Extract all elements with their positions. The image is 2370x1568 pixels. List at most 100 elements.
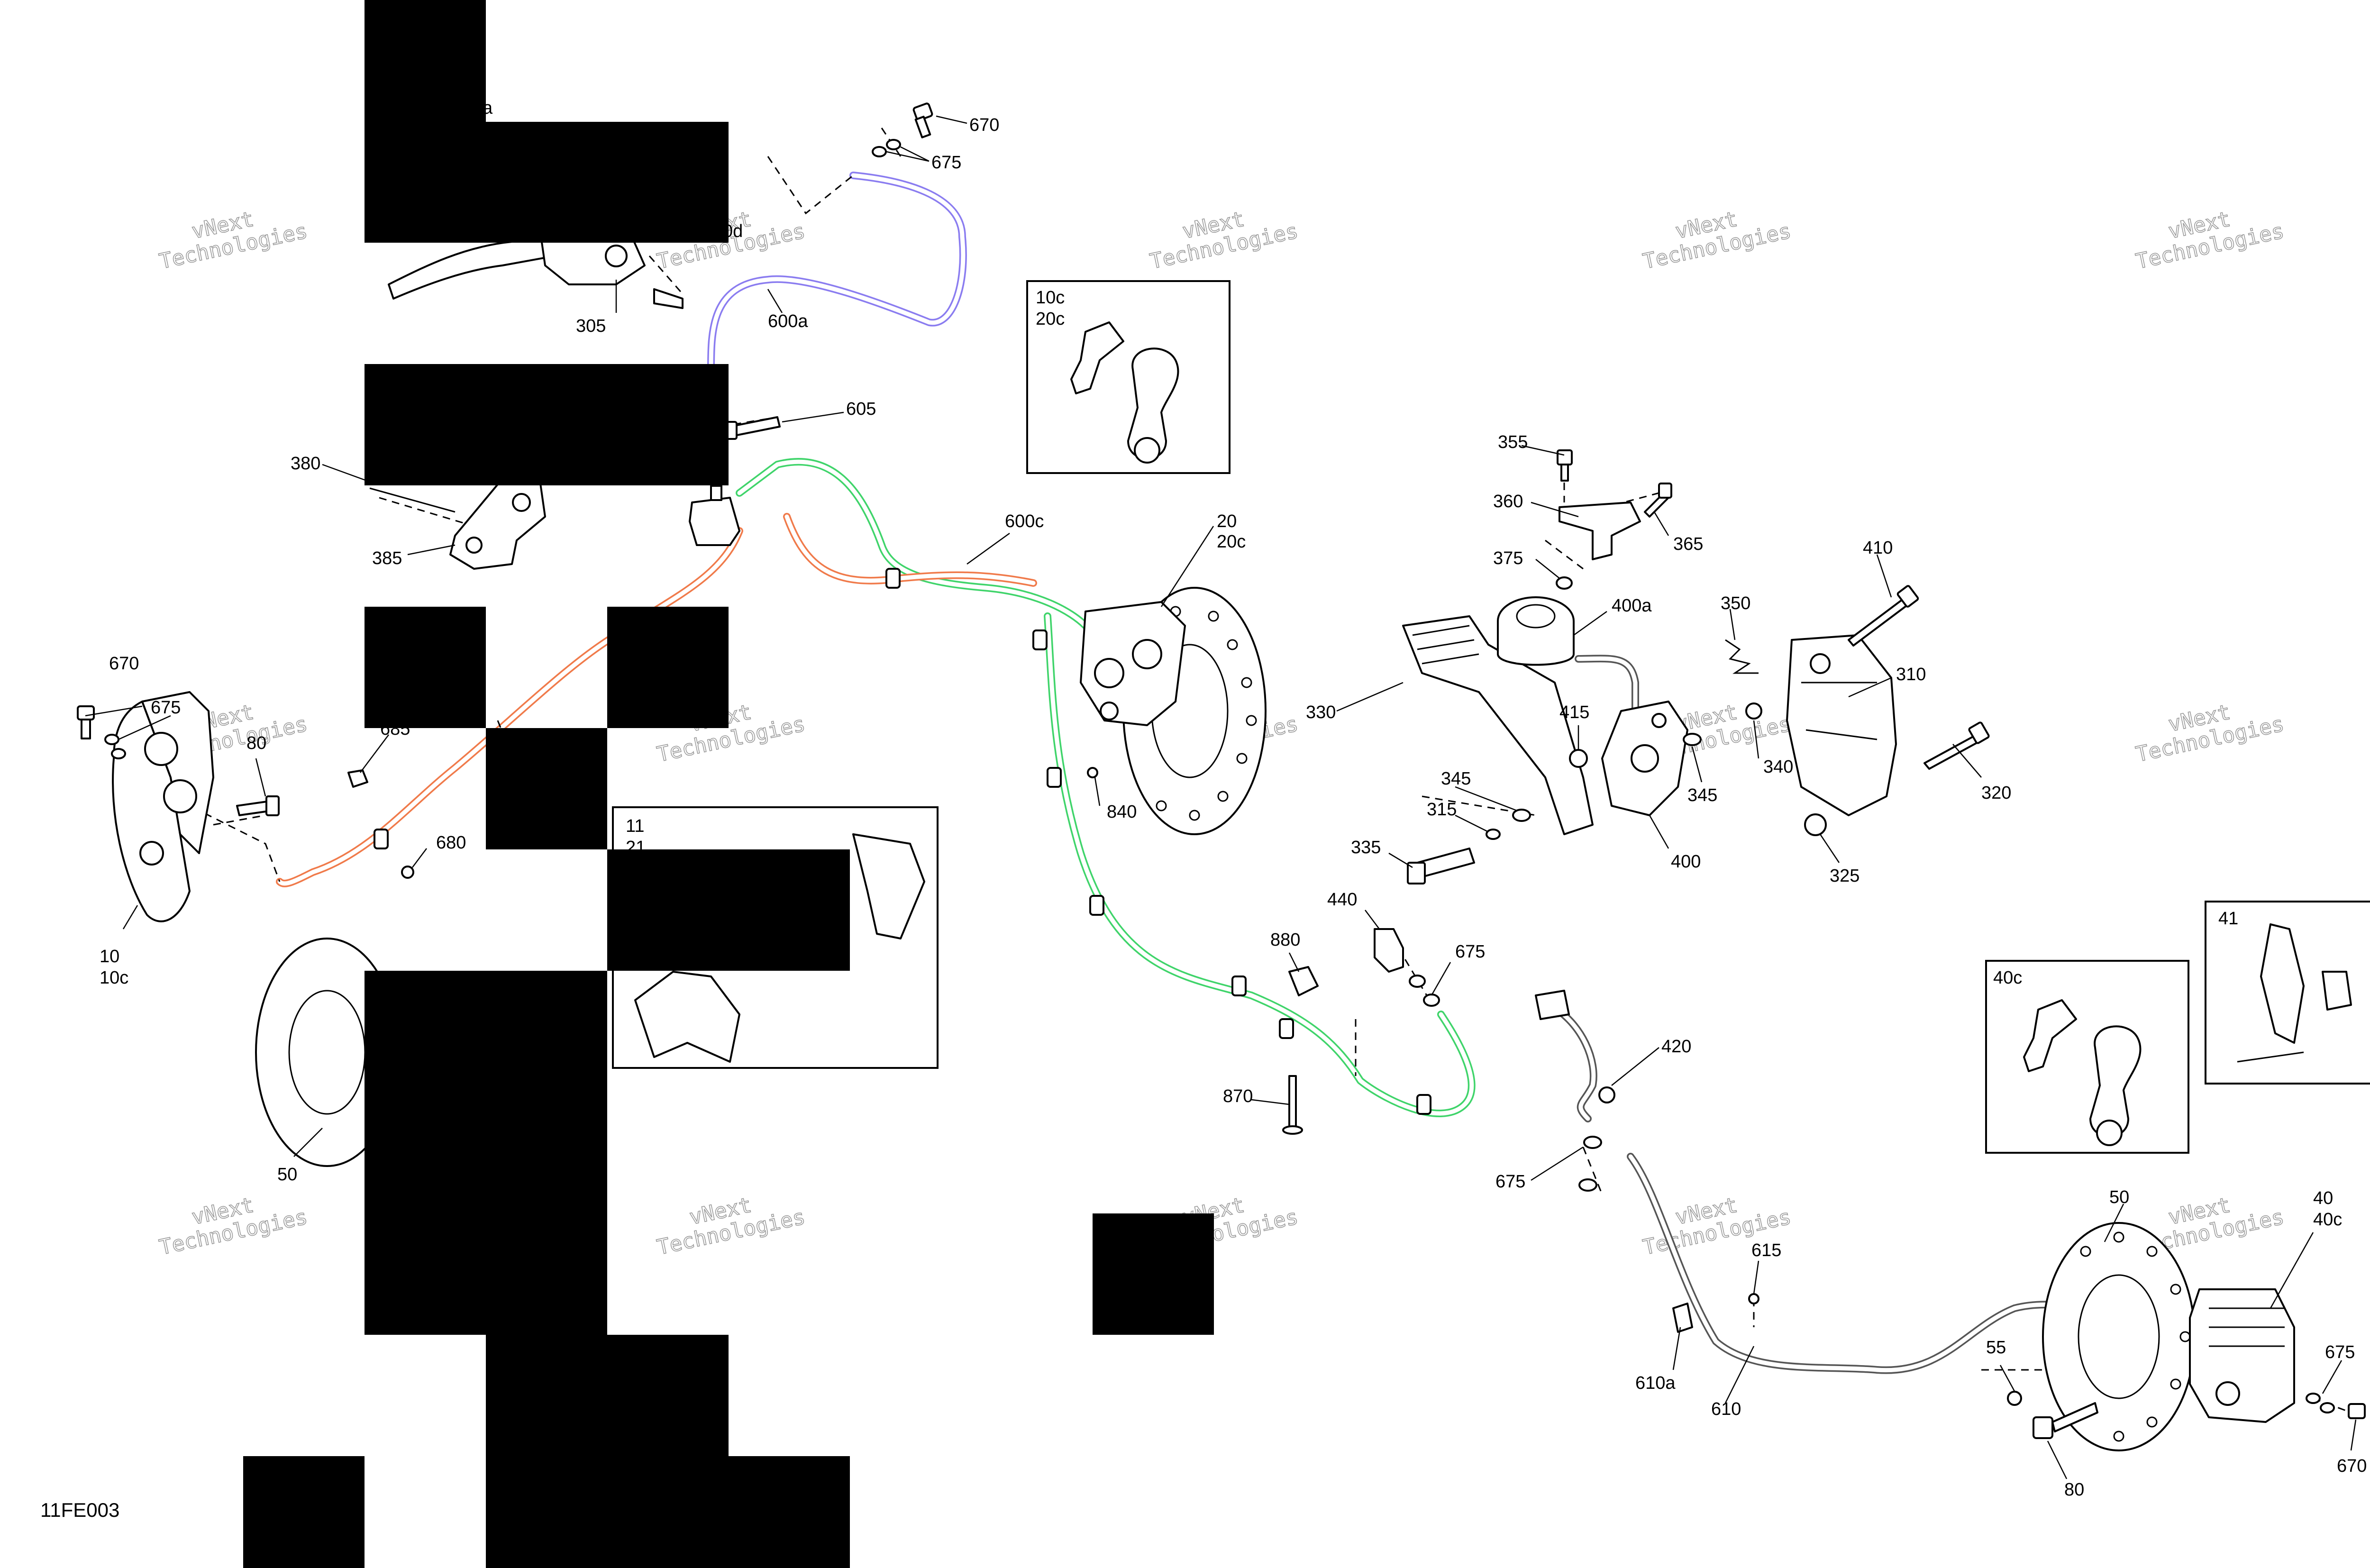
- redaction-block: [1093, 1213, 1214, 1335]
- inset-bleeder-front: 10c 20c: [1026, 280, 1231, 474]
- bolt-670-left: [77, 705, 126, 759]
- callout-340: 340: [1763, 757, 1793, 777]
- callout-675: 675: [931, 153, 961, 173]
- callout-675: 675: [2325, 1342, 2355, 1362]
- redaction-blocks: [243, 0, 1214, 1568]
- master-cylinder-400: [1601, 701, 1688, 816]
- bolt-80-left: [236, 795, 280, 816]
- rear-disc-50-right: [2042, 1222, 2196, 1451]
- callout-50: 50: [277, 1165, 297, 1185]
- rear-switch-420: [1535, 990, 1615, 1192]
- callout-400a: 400a: [1612, 596, 1652, 616]
- screw-680: [401, 866, 414, 879]
- clip-610a: [1672, 1303, 1693, 1333]
- brake-switch-440: [1374, 928, 1440, 1007]
- inset-label-20c: 20c: [1036, 309, 1065, 329]
- bolt-355: [1557, 449, 1573, 482]
- callout-50: 50: [2109, 1187, 2129, 1207]
- callout-415: 415: [1559, 702, 1589, 722]
- callout-345: 345: [1687, 785, 1717, 805]
- redaction-block: [365, 0, 486, 122]
- callout-400: 400: [1671, 852, 1701, 872]
- distribution-block: [689, 485, 740, 546]
- inset-pads-rear: 41: [2205, 901, 2370, 1085]
- callout-325: 325: [1830, 866, 1860, 886]
- redaction-block: [365, 607, 486, 728]
- inset-label-11: 11: [626, 816, 644, 836]
- callout-40c: 40c: [2313, 1210, 2342, 1230]
- nut-325: [1804, 813, 1827, 836]
- banjo-bolt-670-right: [2306, 1393, 2366, 1419]
- callout-10: 10: [100, 947, 119, 966]
- bracket-360: [1559, 501, 1641, 560]
- callout-385: 385: [372, 548, 402, 568]
- front-caliper-20: [1080, 601, 1186, 726]
- callout-365: 365: [1673, 534, 1703, 554]
- bolt-605: [724, 416, 781, 440]
- callout-610a: 610a: [1635, 1373, 1676, 1393]
- callout-670: 670: [2337, 1456, 2367, 1476]
- callout-375: 375: [1493, 548, 1523, 568]
- footrest-bracket-310: [1786, 634, 1897, 816]
- callout-600a: 600a: [768, 311, 808, 331]
- callout-870: 870: [1223, 1086, 1253, 1106]
- callout-305: 305: [576, 316, 606, 336]
- callout-670: 670: [109, 654, 139, 674]
- brake-pedal-330: [1402, 615, 1594, 835]
- bolt-80-right: [2033, 1402, 2098, 1439]
- redaction-block: [607, 849, 850, 971]
- callout-360: 360: [1493, 492, 1523, 511]
- redaction-block: [365, 364, 729, 485]
- callout-315: 315: [1427, 800, 1457, 820]
- callout-605: 605: [846, 399, 876, 419]
- callout-675: 675: [151, 698, 181, 718]
- hose-clips: [374, 568, 1431, 1115]
- bolt-55: [2007, 1391, 2022, 1406]
- inset-label-40c: 40c: [1993, 968, 2022, 988]
- fitting-615: [1748, 1293, 1759, 1304]
- bolt-410: [1848, 585, 1919, 647]
- inset-pads-front: 11 21: [612, 806, 939, 1069]
- redaction-block: [607, 607, 729, 728]
- nut-340: [1745, 702, 1762, 720]
- callout-80: 80: [2064, 1480, 2084, 1500]
- callout-675: 675: [1455, 942, 1485, 962]
- callout-320: 320: [1981, 783, 2011, 803]
- callout-600c: 600c: [1005, 511, 1044, 531]
- redaction-block: [486, 1335, 729, 1456]
- redaction-block: [486, 1456, 850, 1568]
- callout-80: 80: [246, 733, 266, 753]
- callout-615: 615: [1751, 1240, 1781, 1260]
- redaction-block: [243, 1456, 365, 1568]
- inset-bleeder-rear: 40c: [1985, 960, 2189, 1154]
- callout-410: 410: [1863, 538, 1893, 558]
- leader-lines: [85, 115, 2357, 1479]
- inset-label-41: 41: [2218, 909, 2238, 929]
- clip-880: [1288, 966, 1319, 996]
- callout-610: 610: [1711, 1399, 1741, 1419]
- callout-670: 670: [969, 115, 999, 135]
- inset-label-10c: 10c: [1036, 288, 1065, 308]
- figure-id: 11FE003: [40, 1499, 119, 1521]
- callout-335: 335: [1351, 838, 1381, 857]
- redaction-block: [365, 122, 729, 243]
- pin-870: [1282, 1075, 1303, 1135]
- front-hose-600c: [736, 458, 1476, 1117]
- callout-55: 55: [1986, 1338, 2006, 1358]
- redaction-block: [486, 728, 607, 849]
- redaction-block: [365, 971, 607, 1335]
- bracket-380-385: [369, 478, 546, 570]
- callout-20: 20: [1217, 511, 1237, 531]
- callout-420: 420: [1661, 1037, 1691, 1057]
- callout-675: 675: [1495, 1172, 1525, 1192]
- washer-375: [1556, 576, 1573, 590]
- rear-caliper-10: [112, 691, 214, 922]
- callout-10c: 10c: [100, 968, 128, 988]
- bolt-320: [1923, 721, 1990, 770]
- callout-310: 310: [1896, 665, 1926, 684]
- banjo-bolt-670-top: [872, 102, 933, 157]
- rear-caliper-40: [2189, 1288, 2295, 1423]
- callout-330: 330: [1306, 702, 1336, 722]
